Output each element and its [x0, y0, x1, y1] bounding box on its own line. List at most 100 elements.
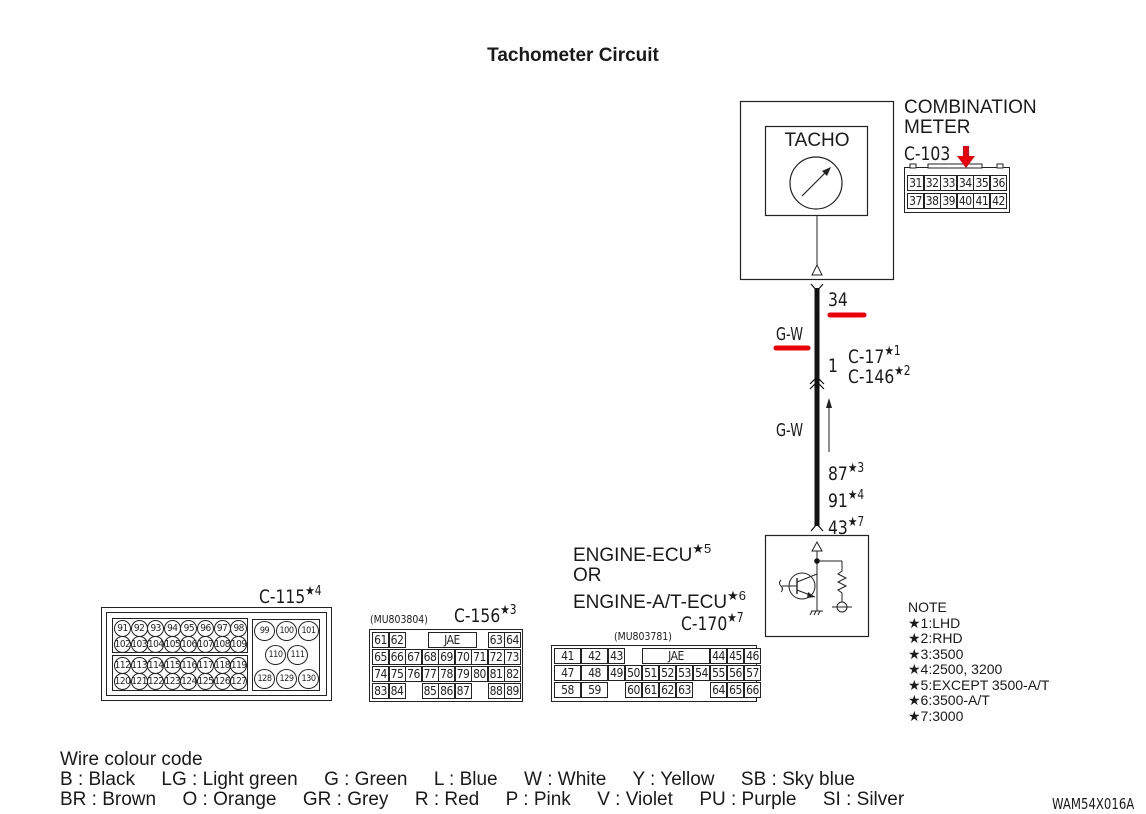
c103-key: [927, 163, 983, 169]
note-text: :3500: [928, 645, 964, 662]
c156-pin-70: 70: [454, 649, 472, 665]
c170-pin-45: 45: [727, 648, 744, 664]
c170-pin-59: 59: [581, 682, 608, 698]
emitter-arrow: [807, 592, 815, 598]
c103-pin-41: 41: [973, 193, 991, 209]
wire-colour-code-heading: Wire colour code: [60, 749, 203, 770]
note-item: ★2:RHD: [908, 630, 1049, 647]
ground-hatch-1: [809, 610, 813, 616]
note-text: :RHD: [928, 630, 963, 646]
combination-meter-label-1: COMBINATION: [904, 97, 1037, 118]
c170-pin-44: 44: [710, 648, 727, 664]
wire-colour-entry: G : Green: [324, 769, 408, 790]
terminal-chevron-top: [810, 283, 824, 292]
c170-maker-label: JAE: [642, 648, 710, 664]
c156-pin-65: 65: [372, 649, 389, 665]
c156-pin-73: 73: [504, 649, 521, 665]
wire-colour-entry: BR : Brown: [60, 789, 157, 810]
c170-pin-50: 50: [625, 665, 642, 681]
c115-pin-124: 124: [180, 673, 198, 690]
c115-pin-129: 129: [276, 669, 297, 689]
c115-pin-110: 110: [265, 645, 286, 665]
c115-block-right: [252, 619, 320, 691]
wire-colour-entry: P : Pink: [505, 789, 571, 810]
ecu-signal-triangle-icon: [811, 540, 823, 552]
c170-pin-47: 47: [554, 665, 581, 681]
c156-pin-67: 67: [405, 649, 422, 665]
c115-outline: [101, 607, 332, 701]
c115-pin-101: 101: [298, 621, 319, 641]
c170-pin-42: 42: [581, 648, 608, 664]
c170-pin-66: 66: [744, 682, 761, 698]
c115-pin-127: 127: [230, 673, 248, 690]
c156-pin-80: 80: [471, 666, 488, 682]
input-squiggle-icon: [779, 579, 783, 593]
wire-colour-entry: LG : Light green: [161, 769, 298, 790]
gauge-needle-tip: [822, 167, 831, 176]
ecu-pin-87: 87★3: [828, 461, 865, 485]
c103-pin-37: 37: [907, 193, 924, 209]
note-item: ★7:3000: [908, 707, 1049, 725]
pin-pointer-arrow-icon: [957, 156, 975, 168]
gauge-needle: [801, 169, 829, 197]
wire-colour-entry: GR : Grey: [302, 789, 389, 810]
c103-pin-39: 39: [940, 193, 958, 209]
c115-pin-117: 117: [197, 657, 214, 674]
c156-pin-87: 87: [454, 683, 472, 699]
ecu-pin-91: 91★4: [828, 488, 865, 512]
note-text: :3000: [928, 707, 964, 724]
c115-pin-96: 96: [197, 620, 214, 637]
c115-inner-outline: [106, 612, 327, 696]
c103-pin-32: 32: [923, 175, 941, 191]
note-key: ★4: [908, 661, 929, 677]
note-text: :EXCEPT 3500-A/T: [928, 676, 1050, 693]
c115-label: C-115★4: [259, 584, 322, 608]
wire-colour-entry: O : Orange: [182, 789, 277, 810]
c170-pin-52: 52: [659, 665, 676, 681]
c156-pin-72: 72: [487, 649, 505, 665]
c156-label: C-156★3: [454, 603, 517, 627]
note-key: ★1: [908, 614, 929, 631]
c115-pin-106: 106: [180, 636, 198, 653]
c156-pin-81: 81: [487, 666, 505, 682]
figure-id: WAM54X016A: [1052, 795, 1135, 813]
c115-pin-126: 126: [213, 673, 231, 690]
notes-block: NOTE ★1:LHD★2:RHD★3:3500★4:2500, 3200★5:…: [908, 599, 1050, 725]
note-item: ★5:EXCEPT 3500-A/T: [908, 676, 1050, 694]
c115-pin-108: 108: [213, 636, 231, 653]
c115-pin-120: 120: [114, 673, 131, 690]
junction-pin: 1: [828, 355, 838, 377]
combination-meter-label-2: METER: [904, 117, 971, 138]
c115-pin-94: 94: [163, 620, 181, 637]
tacho-box: [764, 125, 869, 217]
c156-outline: [369, 629, 523, 702]
c156-pin-86: 86: [438, 683, 455, 699]
c156-pin-78: 78: [438, 666, 455, 682]
c170-pin-53: 53: [676, 665, 693, 681]
c103-pin-33: 33: [940, 175, 958, 191]
c115-pin-122: 122: [147, 673, 165, 690]
note-key: ★2: [908, 630, 929, 646]
wire-colour-code-row2: BR : Brown O : Orange GR : Grey R : Red …: [60, 790, 904, 810]
wire-colour-entry: B : Black: [60, 769, 135, 790]
ecu-label-line1: ENGINE-ECU★5: [573, 541, 712, 566]
c170-pin-63: 63: [676, 682, 693, 698]
ecu-box: [764, 534, 870, 638]
c115-pin-102: 102: [114, 636, 131, 653]
c115-pin-107: 107: [197, 636, 214, 653]
c170-pin-56: 56: [727, 665, 744, 681]
c115-pin-130: 130: [298, 669, 319, 689]
junction-connector-c146: C-146★2: [848, 364, 911, 388]
wire-colour-entry: PU : Purple: [699, 789, 797, 810]
c170-part-number: (MU803781): [614, 630, 672, 643]
wire-colour-entry: SI : Silver: [822, 789, 905, 810]
note-key: ★5: [908, 676, 929, 693]
c170-pin-41: 41: [554, 648, 581, 664]
c170-pin-60: 60: [625, 682, 642, 698]
c170-pin-51: 51: [642, 665, 659, 681]
c170-pin-55: 55: [710, 665, 727, 681]
c103-latch-right: [996, 163, 1004, 169]
note-item: ★1:LHD: [908, 614, 1049, 632]
c115-pin-115: 115: [163, 657, 181, 674]
